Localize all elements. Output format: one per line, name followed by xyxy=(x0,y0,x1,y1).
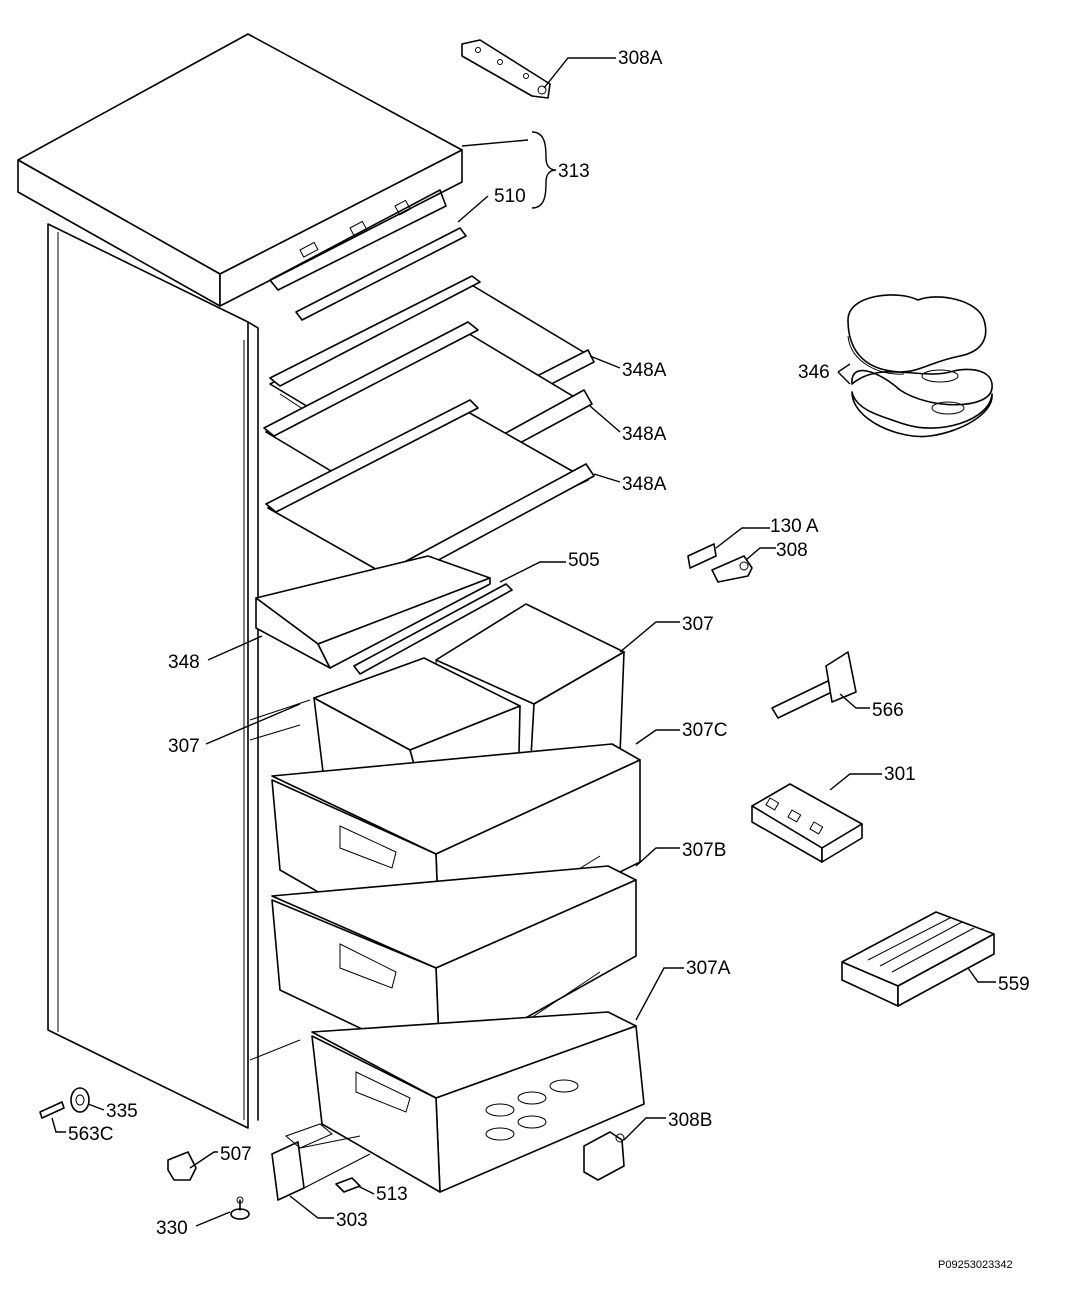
bracket-507 xyxy=(167,1151,197,1181)
ice-pack-346 xyxy=(847,294,993,438)
label-130a: 130 A xyxy=(770,516,819,537)
label-563c: 563C xyxy=(68,1124,113,1145)
label-505: 505 xyxy=(568,550,600,571)
ice-scraper-566 xyxy=(771,651,857,719)
label-307-right: 307 xyxy=(682,614,714,635)
part-labels: 308A 313 510 346 348A 348A 348A 130 A 30… xyxy=(68,48,1030,1271)
label-303: 303 xyxy=(336,1210,368,1231)
control-panel-510 xyxy=(295,227,467,321)
label-348: 348 xyxy=(168,652,200,673)
label-307-left: 307 xyxy=(168,736,200,757)
crisper-drawer-307-right xyxy=(435,603,625,775)
label-307b: 307B xyxy=(682,840,726,861)
part-130a xyxy=(687,543,717,569)
hinge-308b xyxy=(583,1131,625,1181)
top-cover-313 xyxy=(17,33,463,307)
label-348a-3: 348A xyxy=(622,474,667,495)
foot-roller-335 xyxy=(70,1087,90,1113)
leader-lines xyxy=(51,57,996,1227)
label-566: 566 xyxy=(872,700,904,721)
label-313: 313 xyxy=(558,161,590,182)
label-308b: 308B xyxy=(668,1110,712,1131)
label-559: 559 xyxy=(998,974,1030,995)
shelf-348a-3 xyxy=(265,399,595,585)
glass-shelf-348 xyxy=(255,555,491,669)
label-348a-1: 348A xyxy=(622,360,667,381)
label-307c: 307C xyxy=(682,720,727,741)
label-513: 513 xyxy=(376,1184,408,1205)
hinge-308a xyxy=(461,39,551,99)
clip-513 xyxy=(335,1177,361,1193)
ice-cube-tray-301 xyxy=(751,783,863,863)
label-335: 335 xyxy=(106,1101,138,1122)
label-346: 346 xyxy=(798,362,830,383)
drawing-code: P09253023342 xyxy=(938,1259,1013,1271)
strip-505 xyxy=(353,583,513,675)
label-308: 308 xyxy=(776,540,808,561)
tray-559 xyxy=(841,911,995,1007)
plinth-303 xyxy=(271,1123,371,1201)
label-348a-2: 348A xyxy=(622,424,667,445)
freezer-drawer-307a xyxy=(311,1011,645,1193)
adjustable-foot-330 xyxy=(230,1196,250,1220)
label-308a: 308A xyxy=(618,48,663,69)
label-510: 510 xyxy=(494,186,526,207)
pin-563c xyxy=(39,1101,65,1119)
label-301: 301 xyxy=(884,764,916,785)
label-507: 507 xyxy=(220,1144,252,1165)
hinge-part-308 xyxy=(711,555,753,583)
label-330: 330 xyxy=(156,1218,188,1239)
fridge-cabinet xyxy=(47,223,311,1129)
label-307a: 307A xyxy=(686,958,731,979)
